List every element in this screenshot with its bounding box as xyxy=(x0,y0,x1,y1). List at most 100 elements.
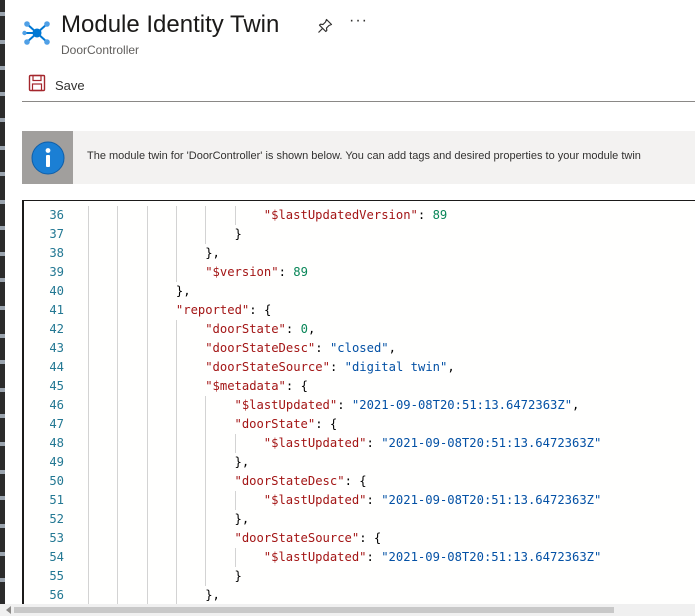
code-token: }, xyxy=(175,284,191,298)
code-line[interactable]: 54"$lastUpdated": "2021-09-08T20:51:13.6… xyxy=(24,548,695,567)
code-line[interactable]: 48"$lastUpdated": "2021-09-08T20:51:13.6… xyxy=(24,434,695,453)
indent-guide xyxy=(146,491,148,510)
code-line[interactable]: 53"doorStateSource": { xyxy=(24,529,695,548)
code-token: "doorState" xyxy=(234,417,316,431)
iot-hub-module-icon xyxy=(22,18,52,48)
indent-guide xyxy=(205,529,207,548)
code-token: : xyxy=(366,493,382,507)
save-button[interactable]: Save xyxy=(28,74,85,96)
indent-guide xyxy=(205,396,207,415)
code-token: "closed" xyxy=(329,341,389,355)
indent-guide xyxy=(146,415,148,434)
code-token: "2021-09-08T20:51:13.6472363Z" xyxy=(351,398,573,412)
code-token: }, xyxy=(205,588,220,602)
indent-guide xyxy=(175,339,177,358)
code-text: "$lastUpdated": "2021-09-08T20:51:13.647… xyxy=(235,396,580,415)
left-window-strip xyxy=(0,0,5,616)
line-number: 47 xyxy=(49,417,64,431)
indent-guide xyxy=(234,434,236,453)
indent-guide xyxy=(88,320,89,339)
code-line[interactable]: 56}, xyxy=(24,586,695,605)
indent-guide xyxy=(117,244,119,263)
line-number: 39 xyxy=(49,265,64,279)
code-token: : { xyxy=(359,531,382,545)
line-number: 45 xyxy=(49,379,64,393)
indent-guide xyxy=(146,358,148,377)
code-line[interactable]: 49}, xyxy=(24,453,695,472)
code-line[interactable]: 42"doorState": 0, xyxy=(24,320,695,339)
indent-guide xyxy=(146,206,148,225)
indent-guide xyxy=(117,472,119,491)
scrollbar-thumb[interactable] xyxy=(14,607,614,613)
line-number: 40 xyxy=(49,284,64,298)
code-line[interactable]: 39"$version": 89 xyxy=(24,263,695,282)
code-token: : xyxy=(285,322,301,336)
indent-guide xyxy=(117,377,119,396)
line-number: 55 xyxy=(49,569,64,583)
indent-guide xyxy=(175,510,177,529)
code-line[interactable]: 46"$lastUpdated": "2021-09-08T20:51:13.6… xyxy=(24,396,695,415)
indent-guide xyxy=(88,282,89,301)
save-label: Save xyxy=(55,77,85,93)
indent-guide xyxy=(205,510,207,529)
indent-guide xyxy=(117,282,119,301)
code-line[interactable]: 40}, xyxy=(24,282,695,301)
pin-icon[interactable] xyxy=(317,18,333,34)
indent-guide xyxy=(175,586,177,605)
indent-guide xyxy=(175,244,177,263)
indent-guide xyxy=(117,396,119,415)
indent-guide xyxy=(205,206,207,225)
code-text: } xyxy=(235,225,242,244)
code-text: "$lastUpdated": "2021-09-08T20:51:13.647… xyxy=(264,491,602,510)
code-token: } xyxy=(234,227,242,241)
code-line[interactable]: 55} xyxy=(24,567,695,586)
code-line[interactable]: 36"$lastUpdatedVersion": 89 xyxy=(24,206,695,225)
indent-guide xyxy=(175,434,177,453)
indent-guide xyxy=(88,529,89,548)
code-token: 89 xyxy=(293,265,308,279)
code-line[interactable]: 47"doorState": { xyxy=(24,415,695,434)
indent-guide xyxy=(117,548,119,567)
info-icon xyxy=(22,131,73,184)
indent-guide xyxy=(175,548,177,567)
code-token: "$lastUpdated" xyxy=(263,493,367,507)
code-line[interactable]: 37} xyxy=(24,225,695,244)
code-token: , xyxy=(388,341,396,355)
code-text: }, xyxy=(176,282,191,301)
code-line[interactable]: 50"doorStateDesc": { xyxy=(24,472,695,491)
code-token: : xyxy=(417,208,433,222)
indent-guide xyxy=(88,510,89,529)
scroll-left-icon[interactable] xyxy=(6,606,11,614)
indent-guide xyxy=(88,491,89,510)
code-text: }, xyxy=(205,244,220,263)
code-token: "$version" xyxy=(205,265,279,279)
code-line[interactable]: 44"doorStateSource": "digital twin", xyxy=(24,358,695,377)
code-token: : xyxy=(337,398,352,412)
code-line[interactable]: 43"doorStateDesc": "closed", xyxy=(24,339,695,358)
indent-guide xyxy=(146,263,148,282)
code-token: }, xyxy=(205,246,220,260)
indent-guide xyxy=(175,206,177,225)
indent-guide xyxy=(88,567,89,586)
code-line[interactable]: 51"$lastUpdated": "2021-09-08T20:51:13.6… xyxy=(24,491,695,510)
indent-guide xyxy=(234,206,236,225)
code-line[interactable]: 45 "$metadata": { xyxy=(24,377,695,396)
indent-guide xyxy=(117,206,119,225)
indent-guide xyxy=(175,529,177,548)
code-token: }, xyxy=(234,455,250,469)
code-line[interactable]: 38}, xyxy=(24,244,695,263)
indent-guide xyxy=(146,472,148,491)
code-token: }, xyxy=(234,512,250,526)
code-text: "$metadata": { xyxy=(205,377,308,396)
code-line[interactable]: 41"reported": { xyxy=(24,301,695,320)
horizontal-scrollbar[interactable] xyxy=(0,604,695,616)
line-number: 49 xyxy=(49,455,64,469)
indent-guide xyxy=(205,225,207,244)
indent-guide xyxy=(88,263,89,282)
code-line[interactable]: 52}, xyxy=(24,510,695,529)
indent-guide xyxy=(146,529,148,548)
more-options-button[interactable]: ··· xyxy=(349,12,368,29)
code-token: "digital twin" xyxy=(344,360,448,374)
code-text: } xyxy=(235,567,242,586)
